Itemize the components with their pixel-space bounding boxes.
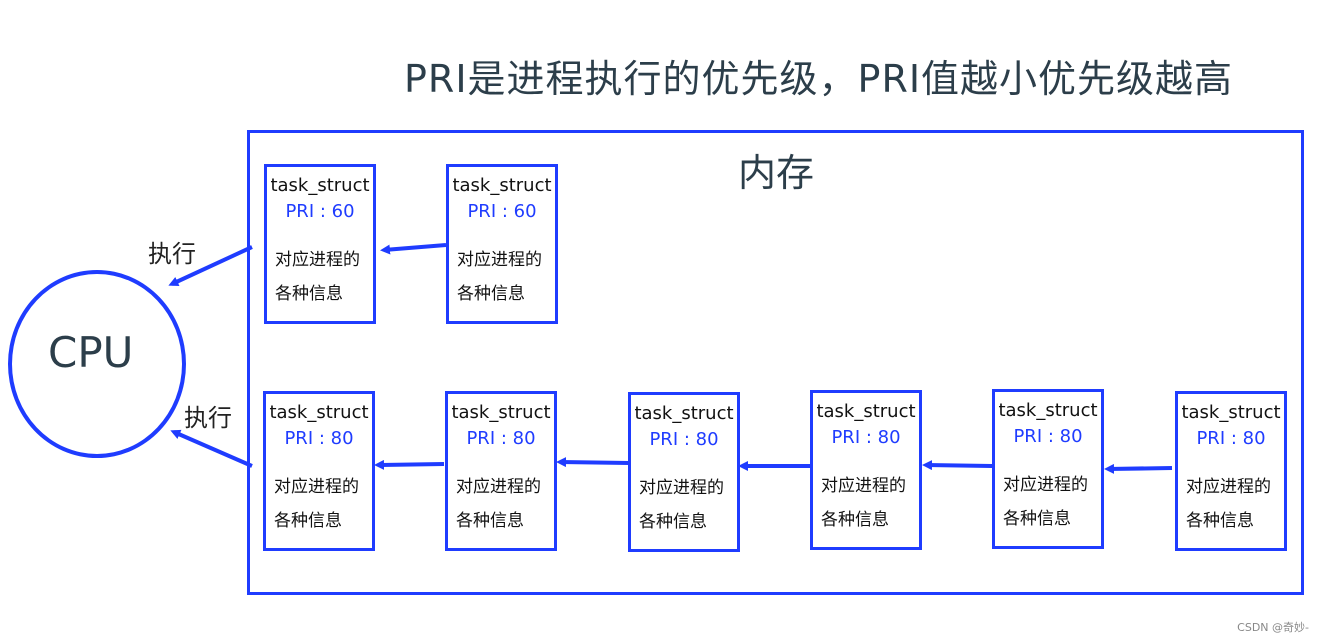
task-info-line2: 各种信息 — [1186, 511, 1254, 531]
task-info-line1: 对应进程的 — [1186, 477, 1271, 497]
task-name: task_struct — [816, 401, 916, 422]
cpu-label: CPU — [48, 328, 134, 377]
task-struct-box: task_struct PRI : 80 对应进程的 各种信息 — [628, 392, 740, 552]
task-pri: PRI : 60 — [467, 201, 537, 222]
cpu-circle — [8, 270, 186, 458]
task-struct-box: task_struct PRI : 80 对应进程的 各种信息 — [263, 391, 375, 551]
task-struct-box: task_struct PRI : 80 对应进程的 各种信息 — [992, 389, 1104, 549]
task-info-line1: 对应进程的 — [821, 476, 906, 496]
task-info-line2: 各种信息 — [639, 512, 707, 532]
watermark: CSDN @奇妙- — [1237, 621, 1309, 634]
task-info-line1: 对应进程的 — [457, 250, 542, 270]
exec-label-top: 执行 — [148, 240, 196, 268]
task-name: task_struct — [451, 402, 551, 423]
task-pri: PRI : 80 — [1013, 426, 1083, 447]
task-info-line1: 对应进程的 — [275, 250, 360, 270]
task-info-line1: 对应进程的 — [1003, 475, 1088, 495]
task-struct-box: task_struct PRI : 80 对应进程的 各种信息 — [810, 390, 922, 550]
memory-label: 内存 — [738, 151, 815, 195]
task-pri: PRI : 80 — [649, 429, 719, 450]
task-info-line1: 对应进程的 — [274, 477, 359, 497]
task-struct-box: task_struct PRI : 60 对应进程的 各种信息 — [264, 164, 376, 324]
page-title: PRI是进程执行的优先级，PRI值越小优先级越高 — [404, 57, 1234, 101]
task-info-line1: 对应进程的 — [639, 478, 724, 498]
task-info-line1: 对应进程的 — [456, 477, 541, 497]
task-name: task_struct — [452, 175, 552, 196]
task-info-line2: 各种信息 — [456, 511, 524, 531]
task-name: task_struct — [269, 402, 369, 423]
arrow-exec-bottom — [170, 429, 253, 468]
task-struct-box: task_struct PRI : 60 对应进程的 各种信息 — [446, 164, 558, 324]
task-name: task_struct — [270, 175, 370, 196]
task-info-line2: 各种信息 — [1003, 509, 1071, 529]
task-name: task_struct — [998, 400, 1098, 421]
exec-label-bottom: 执行 — [184, 404, 232, 432]
task-name: task_struct — [634, 403, 734, 424]
task-pri: PRI : 60 — [285, 201, 355, 222]
task-pri: PRI : 80 — [1196, 428, 1266, 449]
task-struct-box: task_struct PRI : 80 对应进程的 各种信息 — [1175, 391, 1287, 551]
task-struct-box: task_struct PRI : 80 对应进程的 各种信息 — [445, 391, 557, 551]
task-info-line2: 各种信息 — [275, 284, 343, 304]
task-info-line2: 各种信息 — [457, 284, 525, 304]
task-info-line2: 各种信息 — [274, 511, 342, 531]
task-pri: PRI : 80 — [831, 427, 901, 448]
memory-box — [247, 130, 1304, 595]
task-pri: PRI : 80 — [284, 428, 354, 449]
task-pri: PRI : 80 — [466, 428, 536, 449]
task-name: task_struct — [1181, 402, 1281, 423]
task-info-line2: 各种信息 — [821, 510, 889, 530]
